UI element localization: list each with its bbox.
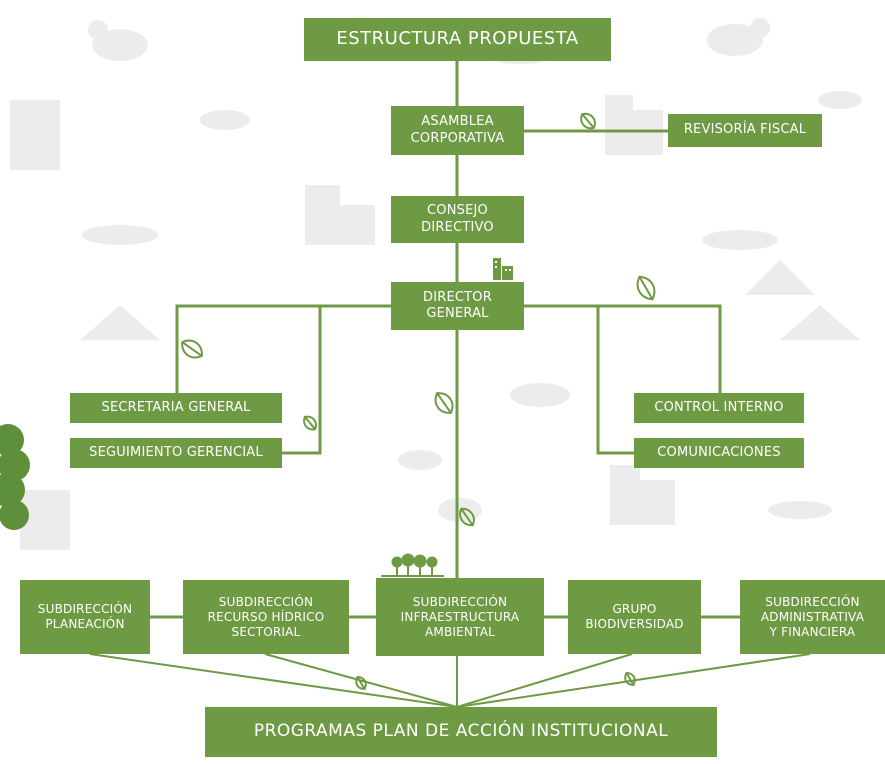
node-comunicaciones: COMUNICACIONES — [634, 438, 804, 468]
leaf-icons — [181, 112, 656, 691]
leaf-icon — [355, 675, 367, 691]
leaf-icon — [459, 507, 475, 527]
node-grupo-biodiversidad: GRUPO BIODIVERSIDAD — [568, 580, 701, 654]
node-programas-plan-accion: PROGRAMAS PLAN DE ACCIÓN INSTITUCIONAL — [205, 707, 717, 757]
bird-silhouette-icon — [200, 91, 862, 470]
node-asamblea-corporativa: ASAMBLEA CORPORATIVA — [391, 106, 524, 155]
connector-lines — [150, 61, 740, 619]
building-icon — [493, 258, 513, 280]
funnel-lines — [89, 653, 811, 708]
trees-icon — [381, 553, 444, 577]
leaf-icon — [624, 671, 636, 687]
node-subdireccion-infraestructura: SUBDIRECCIÓN INFRAESTRUCTURA AMBIENTAL — [376, 578, 544, 656]
node-revisoria-fiscal: REVISORÍA FISCAL — [668, 114, 822, 147]
node-consejo-directivo: CONSEJO DIRECTIVO — [391, 196, 524, 243]
node-subdireccion-planeacion: SUBDIRECCIÓN PLANEACIÓN — [20, 580, 150, 654]
leaf-icon — [580, 112, 596, 130]
leaf-icon — [636, 275, 656, 301]
bush-icon — [0, 424, 30, 530]
leaf-icon — [303, 415, 317, 431]
monkey-silhouette-icon — [88, 18, 770, 522]
leaf-icon — [434, 392, 454, 414]
node-secretaria-general: SECRETARIA GENERAL — [70, 393, 282, 423]
node-subdireccion-recurso-hidrico: SUBDIRECCIÓN RECURSO HÍDRICO SECTORIAL — [183, 580, 349, 654]
node-director-general: DIRECTOR GENERAL — [391, 282, 524, 330]
chart-title: ESTRUCTURA PROPUESTA — [304, 18, 611, 61]
leaf-icon — [181, 339, 203, 359]
node-seguimiento-gerencial: SEGUIMIENTO GERENCIAL — [70, 438, 282, 468]
node-control-interno: CONTROL INTERNO — [634, 393, 804, 423]
node-subdireccion-administrativa: SUBDIRECCIÓN ADMINISTRATIVA Y FINANCIERA — [740, 580, 885, 654]
